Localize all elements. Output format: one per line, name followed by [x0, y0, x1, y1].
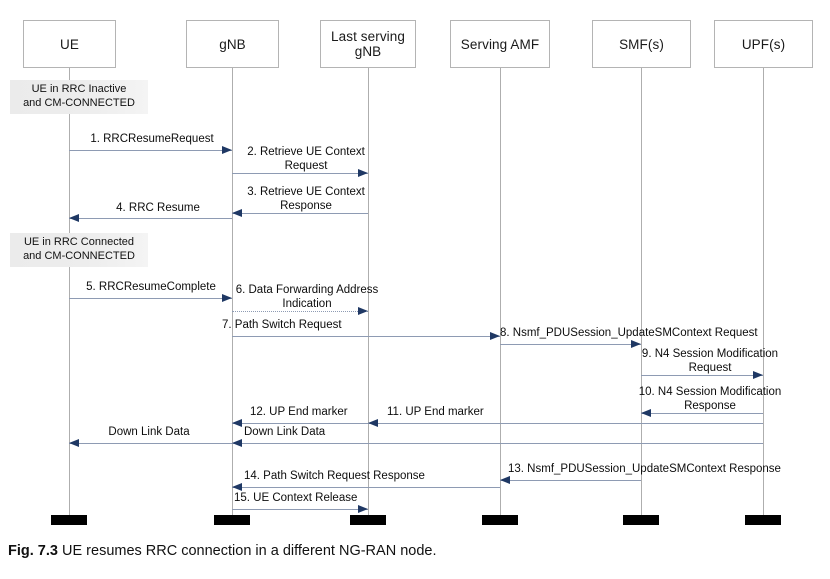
message-arrowhead-11 [368, 419, 378, 427]
lifeline-lastgnb [368, 68, 369, 518]
message-label-1: 1. RRCResumeRequest [90, 133, 214, 145]
message-line-4 [69, 218, 232, 219]
lifeline-smf [641, 68, 642, 518]
message-arrowhead-5 [222, 294, 232, 302]
actor-label-upf: UPF(s) [741, 36, 786, 52]
actor-box-gnb: gNB [186, 20, 279, 68]
lifeline-terminator-ue [51, 515, 87, 525]
message-label-13: 13. Nsmf_PDUSession_UpdateSMContext Resp… [508, 463, 781, 475]
state-rrc-connected: UE in RRC Connected and CM-CONNECTED [10, 233, 148, 267]
message-arrowhead-13 [500, 476, 510, 484]
lifeline-upf [763, 68, 764, 518]
message-line-14 [232, 487, 500, 488]
message-arrowhead-15 [358, 505, 368, 513]
message-arrowhead-1 [222, 146, 232, 154]
actor-label-amf: Serving AMF [460, 36, 540, 52]
message-line-8 [500, 344, 641, 345]
message-arrowhead-dl2 [69, 439, 79, 447]
message-line-10 [641, 413, 763, 414]
message-line-5 [69, 298, 232, 299]
message-line-11 [368, 423, 763, 424]
actor-label-ue: UE [60, 36, 79, 52]
actor-box-lastgnb: Last serving gNB [320, 20, 416, 68]
message-line-15 [232, 509, 368, 510]
message-label-3: 3. Retrieve UE Context Response [247, 186, 365, 212]
actor-box-amf: Serving AMF [450, 20, 550, 68]
message-line-1 [69, 150, 232, 151]
message-arrowhead-7 [490, 332, 500, 340]
message-label-8: 8. Nsmf_PDUSession_UpdateSMContext Reque… [500, 327, 758, 339]
lifeline-gnb [232, 68, 233, 518]
actor-box-ue: UE [23, 20, 116, 68]
message-line-2 [232, 173, 368, 174]
message-label-15: 15. UE Context Release [234, 492, 358, 504]
message-line-9 [641, 375, 763, 376]
figure-number: Fig. 7.3 [8, 543, 58, 559]
message-arrowhead-2 [358, 169, 368, 177]
message-label-5: 5. RRCResumeComplete [86, 281, 216, 293]
message-arrowhead-dl1 [232, 439, 242, 447]
message-label-6: 6. Data Forwarding Address Indication [235, 284, 379, 310]
figure-caption: Fig. 7.3 UE resumes RRC connection in a … [8, 542, 822, 561]
message-arrowhead-12 [232, 419, 242, 427]
message-label-7: 7. Path Switch Request [222, 319, 342, 331]
message-arrowhead-10 [641, 409, 651, 417]
actor-box-smf: SMF(s) [592, 20, 691, 68]
message-arrowhead-9 [753, 371, 763, 379]
figure-caption-text: UE resumes RRC connection in a different… [62, 543, 437, 559]
message-line-13 [500, 480, 641, 481]
message-line-7 [232, 336, 500, 337]
message-label-2: 2. Retrieve UE Context Request [247, 146, 365, 172]
message-arrowhead-4 [69, 214, 79, 222]
message-label-10: 10. N4 Session Modification Response [638, 386, 782, 412]
message-line-6 [232, 311, 368, 312]
lifeline-terminator-amf [482, 515, 518, 525]
actor-label-lastgnb: Last serving gNB [331, 29, 405, 59]
message-line-3 [232, 213, 368, 214]
message-line-dl1 [232, 443, 763, 444]
actor-box-upf: UPF(s) [714, 20, 813, 68]
message-label-12: 12. UP End marker [250, 406, 348, 418]
actor-label-smf: SMF(s) [619, 36, 664, 52]
message-line-dl2 [69, 443, 232, 444]
message-arrowhead-8 [631, 340, 641, 348]
message-label-14: 14. Path Switch Request Response [244, 470, 425, 482]
message-label-9: 9. N4 Session Modification Request [641, 348, 779, 374]
lifeline-amf [500, 68, 501, 518]
message-label-dl1: Down Link Data [244, 426, 326, 438]
message-arrowhead-14 [232, 483, 242, 491]
actor-label-gnb: gNB [219, 36, 246, 52]
lifeline-terminator-smf [623, 515, 659, 525]
state-rrc-inactive: UE in RRC Inactive and CM-CONNECTED [10, 80, 148, 114]
message-arrowhead-6 [358, 307, 368, 315]
lifeline-ue [69, 68, 70, 518]
lifeline-terminator-gnb [214, 515, 250, 525]
message-arrowhead-3 [232, 209, 242, 217]
message-label-dl2: Down Link Data [108, 426, 190, 438]
lifeline-terminator-upf [745, 515, 781, 525]
lifeline-terminator-lastgnb [350, 515, 386, 525]
message-label-4: 4. RRC Resume [116, 202, 200, 214]
message-label-11: 11. UP End marker [387, 406, 484, 418]
message-line-12 [232, 423, 368, 424]
